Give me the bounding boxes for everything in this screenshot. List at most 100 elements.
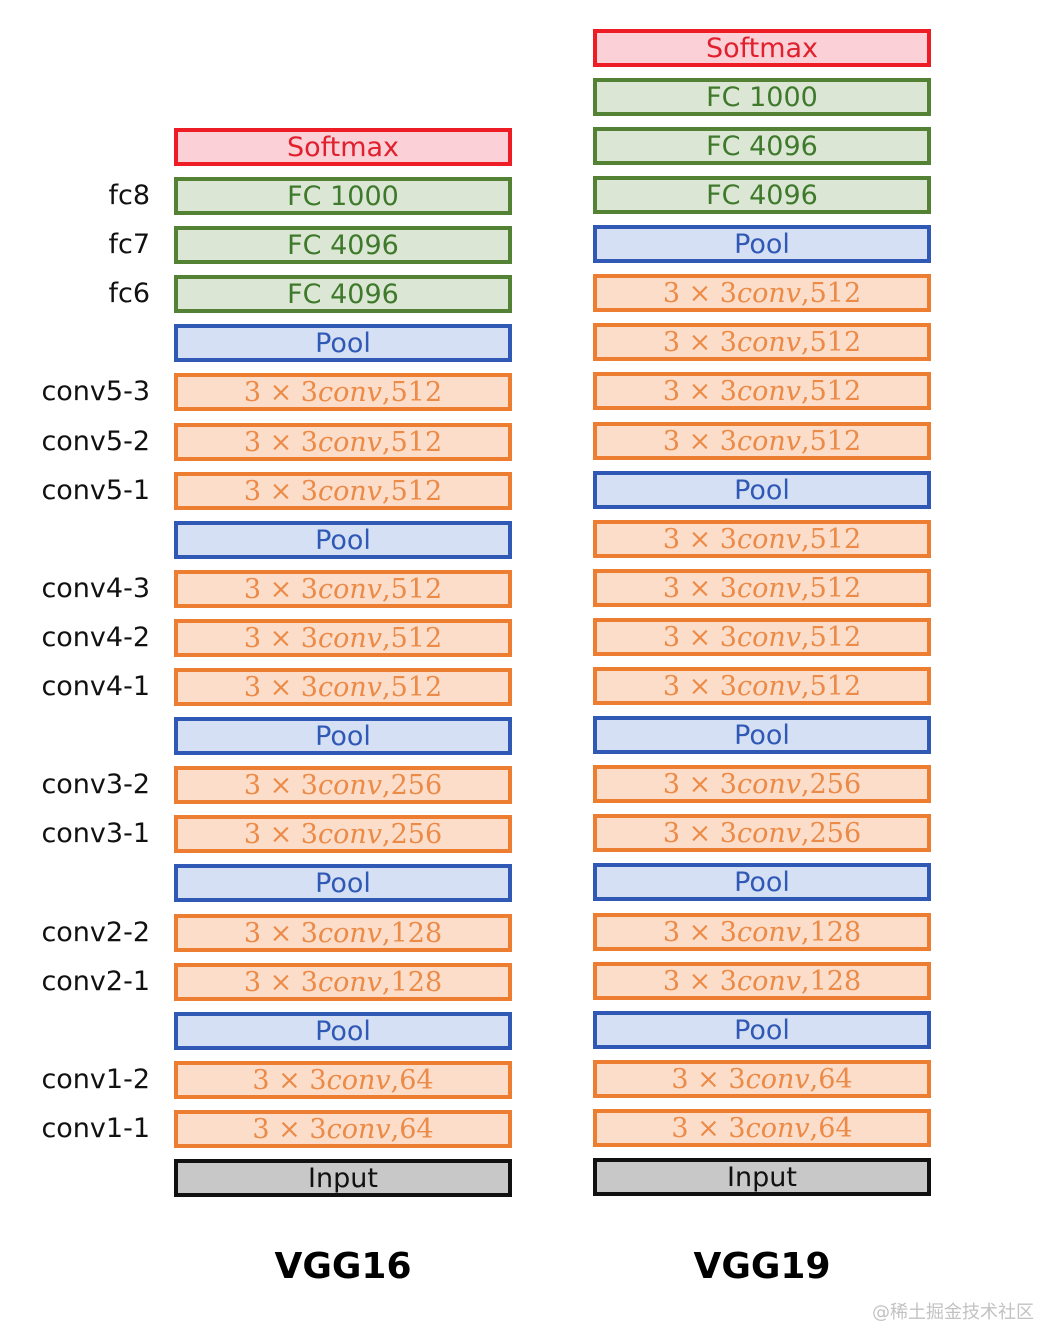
block-text: Pool (734, 719, 790, 751)
fc-block: FC 1000 (593, 78, 931, 116)
channel-count: 512 (809, 621, 862, 653)
conv-op: conv (326, 1064, 391, 1096)
layer-label: conv3-1 (41, 818, 150, 849)
kernel-size: 3 × 3 (662, 375, 737, 407)
conv-op: conv (317, 426, 383, 458)
kernel-size: 3 × 3 (243, 622, 318, 654)
softmax-block: Softmax (174, 128, 512, 166)
conv-op: conv (317, 966, 383, 998)
block-text: Pool (734, 474, 790, 506)
channel-count: 512 (809, 425, 862, 457)
channel-count: 128 (809, 965, 862, 997)
watermark: @稀土掘金技术社区 (872, 1302, 1034, 1323)
fc-block: FC 4096 (174, 275, 512, 313)
conv-block: 3 × 3 conv, 512 (593, 520, 931, 558)
conv-block: 3 × 3 conv, 512 (174, 668, 512, 706)
channel-count: 64 (399, 1064, 434, 1096)
kernel-size: 3 × 3 (662, 523, 737, 555)
kernel-size: 3 × 3 (662, 277, 737, 309)
conv-block: 3 × 3 conv, 512 (174, 373, 512, 411)
channel-count: 128 (809, 916, 862, 948)
pool-block: Pool (593, 863, 931, 901)
conv-op: conv (736, 375, 802, 407)
conv-block: 3 × 3 conv, 128 (593, 962, 931, 1000)
conv-block: 3 × 3 conv, 128 (593, 913, 931, 951)
kernel-size: 3 × 3 (243, 966, 318, 998)
kernel-size: 3 × 3 (662, 621, 737, 653)
conv-op: conv (317, 376, 383, 408)
pool-block: Pool (174, 1012, 512, 1050)
fc-block: FC 4096 (174, 226, 512, 264)
kernel-size: 3 × 3 (671, 1063, 746, 1095)
kernel-size: 3 × 3 (243, 573, 318, 605)
channel-count: 128 (390, 917, 443, 949)
pool-block: Pool (174, 324, 512, 362)
channel-count: 64 (399, 1113, 434, 1145)
layer-label: conv2-1 (41, 966, 150, 997)
block-text: FC 4096 (706, 179, 818, 211)
conv-op: conv (745, 1063, 810, 1095)
conv-op: conv (317, 622, 383, 654)
channel-count: 512 (809, 375, 862, 407)
conv-block: 3 × 3 conv, 128 (174, 963, 512, 1001)
pool-block: Pool (593, 1011, 931, 1049)
block-text: Pool (315, 867, 371, 899)
layer-label: fc8 (108, 180, 150, 211)
channel-count: 512 (390, 573, 443, 605)
kernel-size: 3 × 3 (662, 965, 737, 997)
pool-block: Pool (174, 521, 512, 559)
conv-op: conv (736, 572, 802, 604)
input-block: Input (174, 1159, 512, 1197)
fc-block: FC 4096 (593, 176, 931, 214)
channel-count: 64 (818, 1112, 853, 1144)
kernel-size: 3 × 3 (243, 426, 318, 458)
conv-op: conv (317, 573, 383, 605)
kernel-size: 3 × 3 (252, 1113, 327, 1145)
fc-block: FC 4096 (593, 127, 931, 165)
kernel-size: 3 × 3 (243, 671, 318, 703)
channel-count: 512 (809, 326, 862, 358)
conv-block: 3 × 3 conv, 512 (593, 274, 931, 312)
conv-block: 3 × 3 conv, 128 (174, 914, 512, 952)
block-text: Pool (315, 720, 371, 752)
layer-label: fc7 (108, 229, 150, 260)
kernel-size: 3 × 3 (662, 425, 737, 457)
conv-block: 3 × 3 conv, 512 (174, 619, 512, 657)
layer-label: conv5-1 (41, 475, 150, 506)
pool-block: Pool (593, 471, 931, 509)
kernel-size: 3 × 3 (243, 475, 318, 507)
conv-op: conv (736, 326, 802, 358)
kernel-size: 3 × 3 (662, 768, 737, 800)
block-text: Pool (315, 327, 371, 359)
conv-block: 3 × 3 conv, 512 (174, 423, 512, 461)
conv-op: conv (317, 818, 383, 850)
pool-block: Pool (593, 716, 931, 754)
kernel-size: 3 × 3 (243, 917, 318, 949)
block-text: Pool (734, 228, 790, 260)
conv-op: conv (736, 425, 802, 457)
conv-block: 3 × 3 conv, 256 (174, 815, 512, 853)
conv-op: conv (317, 917, 383, 949)
block-text: FC 4096 (287, 229, 399, 261)
conv-block: 3 × 3 conv, 512 (174, 472, 512, 510)
conv-block: 3 × 3 conv, 256 (593, 814, 931, 852)
layer-label: conv1-2 (41, 1064, 150, 1095)
kernel-size: 3 × 3 (662, 326, 737, 358)
layer-label: conv4-3 (41, 573, 150, 604)
channel-count: 64 (818, 1063, 853, 1095)
block-text: FC 1000 (706, 81, 818, 113)
model-title: VGG19 (693, 1246, 831, 1287)
input-block: Input (593, 1158, 931, 1196)
block-text: Softmax (705, 32, 819, 64)
conv-op: conv (326, 1113, 391, 1145)
channel-count: 512 (809, 670, 862, 702)
kernel-size: 3 × 3 (243, 376, 318, 408)
conv-op: conv (736, 523, 802, 555)
fc-block: FC 1000 (174, 177, 512, 215)
softmax-block: Softmax (593, 29, 931, 67)
channel-count: 128 (390, 966, 443, 998)
channel-count: 256 (390, 818, 443, 850)
block-text: Input (727, 1161, 797, 1193)
kernel-size: 3 × 3 (252, 1064, 327, 1096)
kernel-size: 3 × 3 (662, 916, 737, 948)
